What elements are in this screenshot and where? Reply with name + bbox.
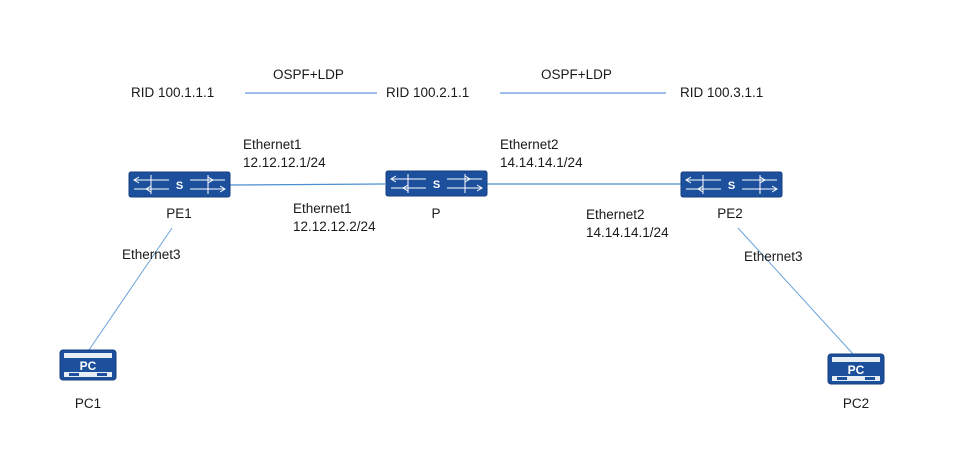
switch-glyph: S [433, 179, 440, 191]
pc-glyph: PC [848, 363, 865, 377]
link-pe2-pc2 [737, 227, 854, 355]
pc-glyph: PC [80, 359, 97, 373]
link-pe1-pc1 [88, 227, 173, 351]
interface-name-pe1-eth1: Ethernet1 [243, 137, 302, 152]
interface-name-p-eth1: Ethernet1 [293, 201, 352, 216]
device-label-pc2: PC2 [842, 396, 870, 411]
protocol-label-p-pe2: OSPF+LDP [541, 67, 612, 82]
router-id-pe1: RID 100.1.1.1 [131, 85, 215, 100]
interface-name-p-eth2: Ethernet2 [500, 137, 559, 152]
interface-ip-p-eth1: 12.12.12.2/24 [293, 219, 376, 234]
interface-name-pe1-eth3: Ethernet3 [122, 247, 181, 262]
switch-icon[interactable]: S [128, 171, 231, 198]
switch-icon[interactable]: S [680, 171, 783, 198]
interface-ip-pe1-eth1: 12.12.12.1/24 [243, 155, 326, 170]
device-label-pe2: PE2 [717, 206, 743, 221]
interface-name-pe2-eth3: Ethernet3 [744, 249, 803, 264]
interface-name-pe2-eth2: Ethernet2 [586, 207, 645, 222]
pc-icon[interactable]: PC [59, 349, 117, 381]
protocol-label-pe1-p: OSPF+LDP [273, 67, 344, 82]
switch-icon[interactable]: S [385, 170, 488, 197]
pc-icon[interactable]: PC [827, 353, 885, 385]
device-label-p: P [431, 206, 441, 221]
router-id-pe2: RID 100.3.1.1 [680, 85, 764, 100]
link-pe1-p [229, 183, 386, 186]
interface-ip-pe2-eth2: 14.14.14.1/24 [586, 225, 669, 240]
device-label-pe1: PE1 [166, 206, 192, 221]
router-id-p: RID 100.2.1.1 [386, 85, 470, 100]
interface-ip-p-eth2: 14.14.14.1/24 [500, 155, 583, 170]
device-label-pc1: PC1 [74, 396, 102, 411]
switch-glyph: S [176, 180, 183, 192]
switch-glyph: S [728, 180, 735, 192]
